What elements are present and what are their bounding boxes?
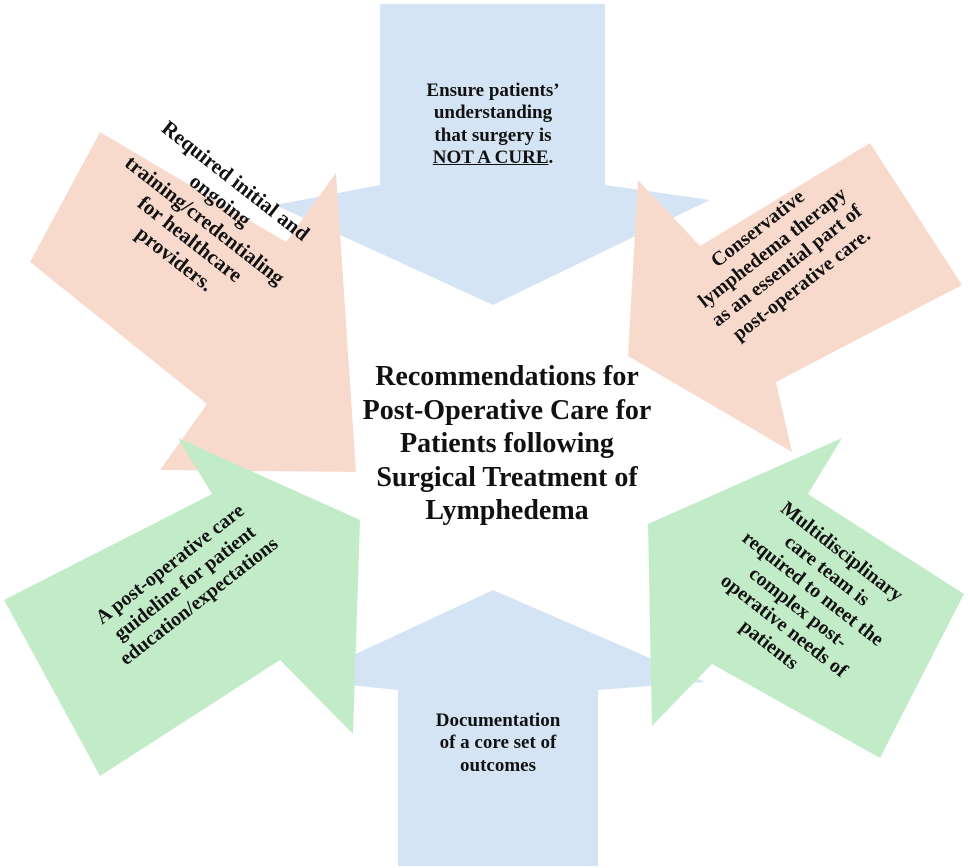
label-top-emphasis-line: NOT A CURE. — [383, 147, 603, 169]
arrow-bottom-right — [648, 438, 964, 758]
arrow-bottom — [300, 590, 705, 866]
arrow-top — [275, 4, 710, 305]
label-bottom-line: Documentation — [435, 710, 561, 731]
label-top-line: that surgery is — [434, 124, 552, 146]
label-bottom-line: outcomes — [460, 754, 536, 776]
label-bottom: Documentation of a core set of outcomes — [398, 710, 598, 777]
arrow-top-right — [628, 143, 962, 452]
center-title-line: Post-Operative Care for — [362, 394, 652, 426]
center-title-line: Patients following — [400, 428, 614, 460]
center-title-line: Surgical Treatment of — [376, 461, 638, 493]
label-top-line: understanding — [433, 102, 553, 124]
center-title-line: Recommendations for — [375, 361, 639, 392]
label-bottom-line: of a core set of — [439, 732, 557, 754]
label-top-line: Ensure patients’ — [426, 80, 560, 101]
label-top-emphasis: NOT A CURE — [432, 147, 549, 169]
label-top-suffix: . — [548, 147, 554, 169]
arrow-top-left — [30, 132, 356, 472]
arrow-bottom-left — [4, 438, 360, 776]
label-top: Ensure patients’ understanding that surg… — [383, 80, 603, 170]
center-title: Recommendations for Post-Operative Care … — [292, 360, 722, 528]
center-title-line: Lymphedema — [425, 495, 589, 527]
